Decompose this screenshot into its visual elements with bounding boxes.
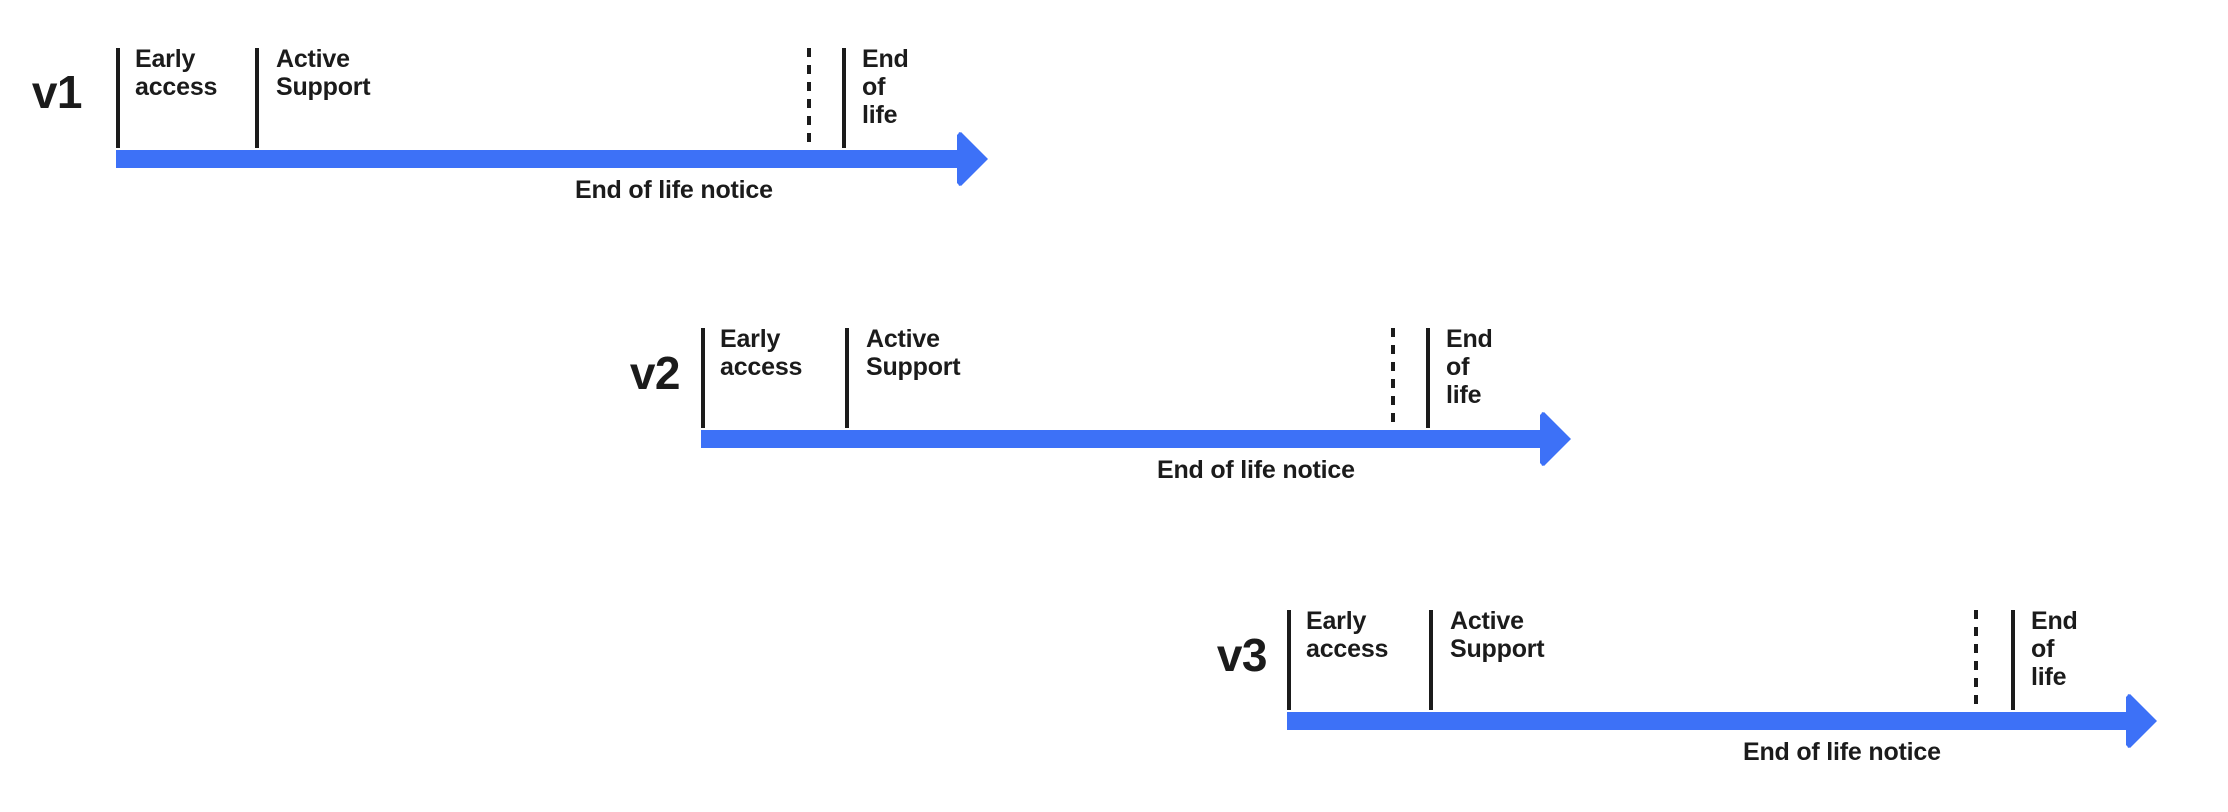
version-label-v2: v2 xyxy=(629,347,681,399)
timeline-arrow-head-v2 xyxy=(1540,412,1598,466)
timeline-arrow-shaft-v2 xyxy=(701,430,1540,448)
tick-active-support-start-v3 xyxy=(1429,610,1433,710)
tick-start-v2 xyxy=(701,328,705,428)
phase-label-end-of-life-v3: End of life xyxy=(2031,607,2078,691)
version-label-v1: v1 xyxy=(31,66,83,118)
tick-end-of-life-start-v3 xyxy=(2011,610,2015,710)
tick-end-of-life-start-v1 xyxy=(842,48,846,148)
end-of-life-notice-label-v1: End of life notice xyxy=(575,176,773,204)
tick-start-v3 xyxy=(1287,610,1291,710)
phase-label-early-access-v2: Early access xyxy=(720,325,803,381)
timeline-arrow-shaft-v3 xyxy=(1287,712,2126,730)
phase-label-end-of-life-v2: End of life xyxy=(1446,325,1493,409)
phase-label-active-support-v1: Active Support xyxy=(276,45,371,101)
phase-label-early-access-v1: Early access xyxy=(135,45,218,101)
tick-dashed-eol-notice-v1 xyxy=(807,48,811,148)
timeline-arrow-head-v1 xyxy=(957,132,1015,186)
phase-label-early-access-v3: Early access xyxy=(1306,607,1389,663)
phase-label-end-of-life-v1: End of life xyxy=(862,45,909,129)
timeline-arrow-shaft-v1 xyxy=(116,150,957,168)
tick-start-v1 xyxy=(116,48,120,148)
phase-label-active-support-v2: Active Support xyxy=(866,325,961,381)
tick-dashed-eol-notice-v3 xyxy=(1974,610,1978,710)
timeline-arrow-head-v3 xyxy=(2126,694,2184,748)
tick-active-support-start-v2 xyxy=(845,328,849,428)
version-label-v3: v3 xyxy=(1216,629,1268,681)
tick-dashed-eol-notice-v2 xyxy=(1391,328,1395,428)
phase-label-active-support-v3: Active Support xyxy=(1450,607,1545,663)
end-of-life-notice-label-v3: End of life notice xyxy=(1743,738,1941,766)
tick-end-of-life-start-v2 xyxy=(1426,328,1430,428)
end-of-life-notice-label-v2: End of life notice xyxy=(1157,456,1355,484)
tick-active-support-start-v1 xyxy=(255,48,259,148)
